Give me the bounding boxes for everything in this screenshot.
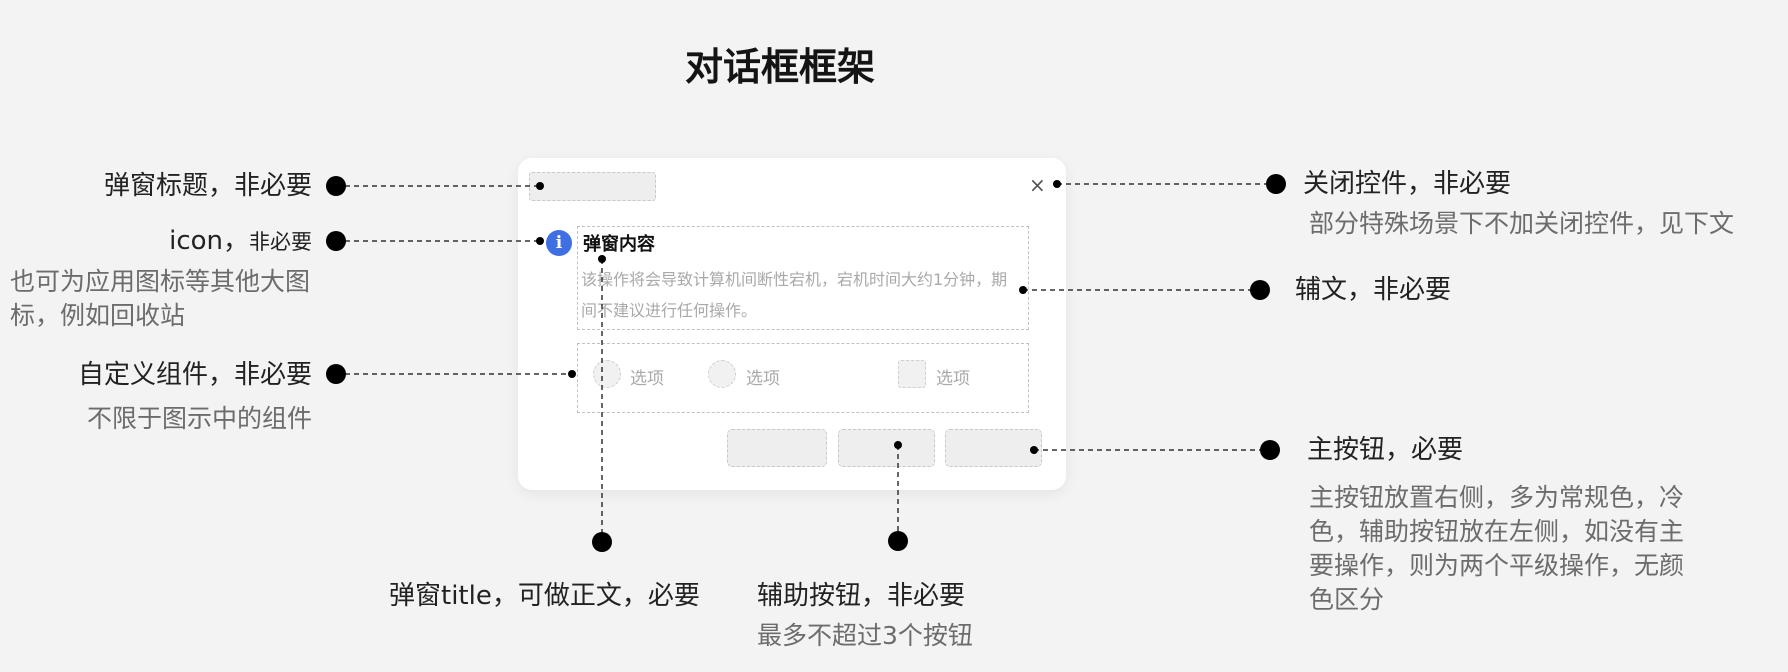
content-area [577, 226, 1029, 330]
radio-option-2[interactable] [708, 360, 736, 388]
annotation-close: 关闭控件，非必要 [1303, 169, 1512, 199]
dialog-body-text: 该操作将会导致计算机间断性宕机，宕机时间大约1分钟，期间不建议进行任何操作。 [581, 270, 1008, 320]
option-label-3: 选项 [936, 369, 970, 389]
checkbox-option-3[interactable] [898, 360, 926, 388]
info-icon: i [546, 230, 572, 256]
annotation-primary-sub: 主按钮放置右侧，多为常规色，冷色，辅助按钮放在左侧，如没有主要操作，则为两个平级… [1309, 483, 1685, 614]
option-label-1: 选项 [630, 369, 664, 389]
annotation-icon-main: icon， [169, 226, 249, 256]
primary-button[interactable] [945, 429, 1042, 467]
radio-option-1[interactable] [593, 360, 621, 388]
annotation-icon-sub: 也可为应用图标等其他大图标，例如回收站 [10, 267, 311, 330]
annotation-primary: 主按钮，必要 [1307, 435, 1464, 465]
annotation-icon-small: 非必要 [249, 230, 312, 254]
annotation-custom-sub: 不限于图示中的组件 [86, 404, 312, 433]
close-icon[interactable]: × [1029, 173, 1046, 197]
annotation-aux-button: 辅助按钮，非必要 [757, 581, 966, 611]
annotation-custom: 自定义组件，非必要 [77, 360, 312, 390]
custom-component-area [577, 343, 1029, 413]
secondary-button-2[interactable] [838, 429, 935, 467]
dialog-content-title: 弹窗内容 [583, 234, 655, 255]
annotation-content-title: 弹窗title，可做正文，必要 [389, 581, 700, 611]
secondary-button-1[interactable] [727, 429, 827, 467]
annotation-icon: icon，非必要 [30, 224, 312, 259]
annotation-popup-title: 弹窗标题，非必要 [103, 171, 312, 201]
option-label-2: 选项 [746, 369, 780, 389]
annotation-close-sub: 部分特殊场景下不加关闭控件，见下文 [1309, 209, 1735, 238]
page-title: 对话框框架 [684, 45, 875, 89]
annotation-aux-button-sub: 最多不超过3个按钮 [757, 621, 973, 650]
annotation-aux-text: 辅文，非必要 [1295, 275, 1452, 305]
